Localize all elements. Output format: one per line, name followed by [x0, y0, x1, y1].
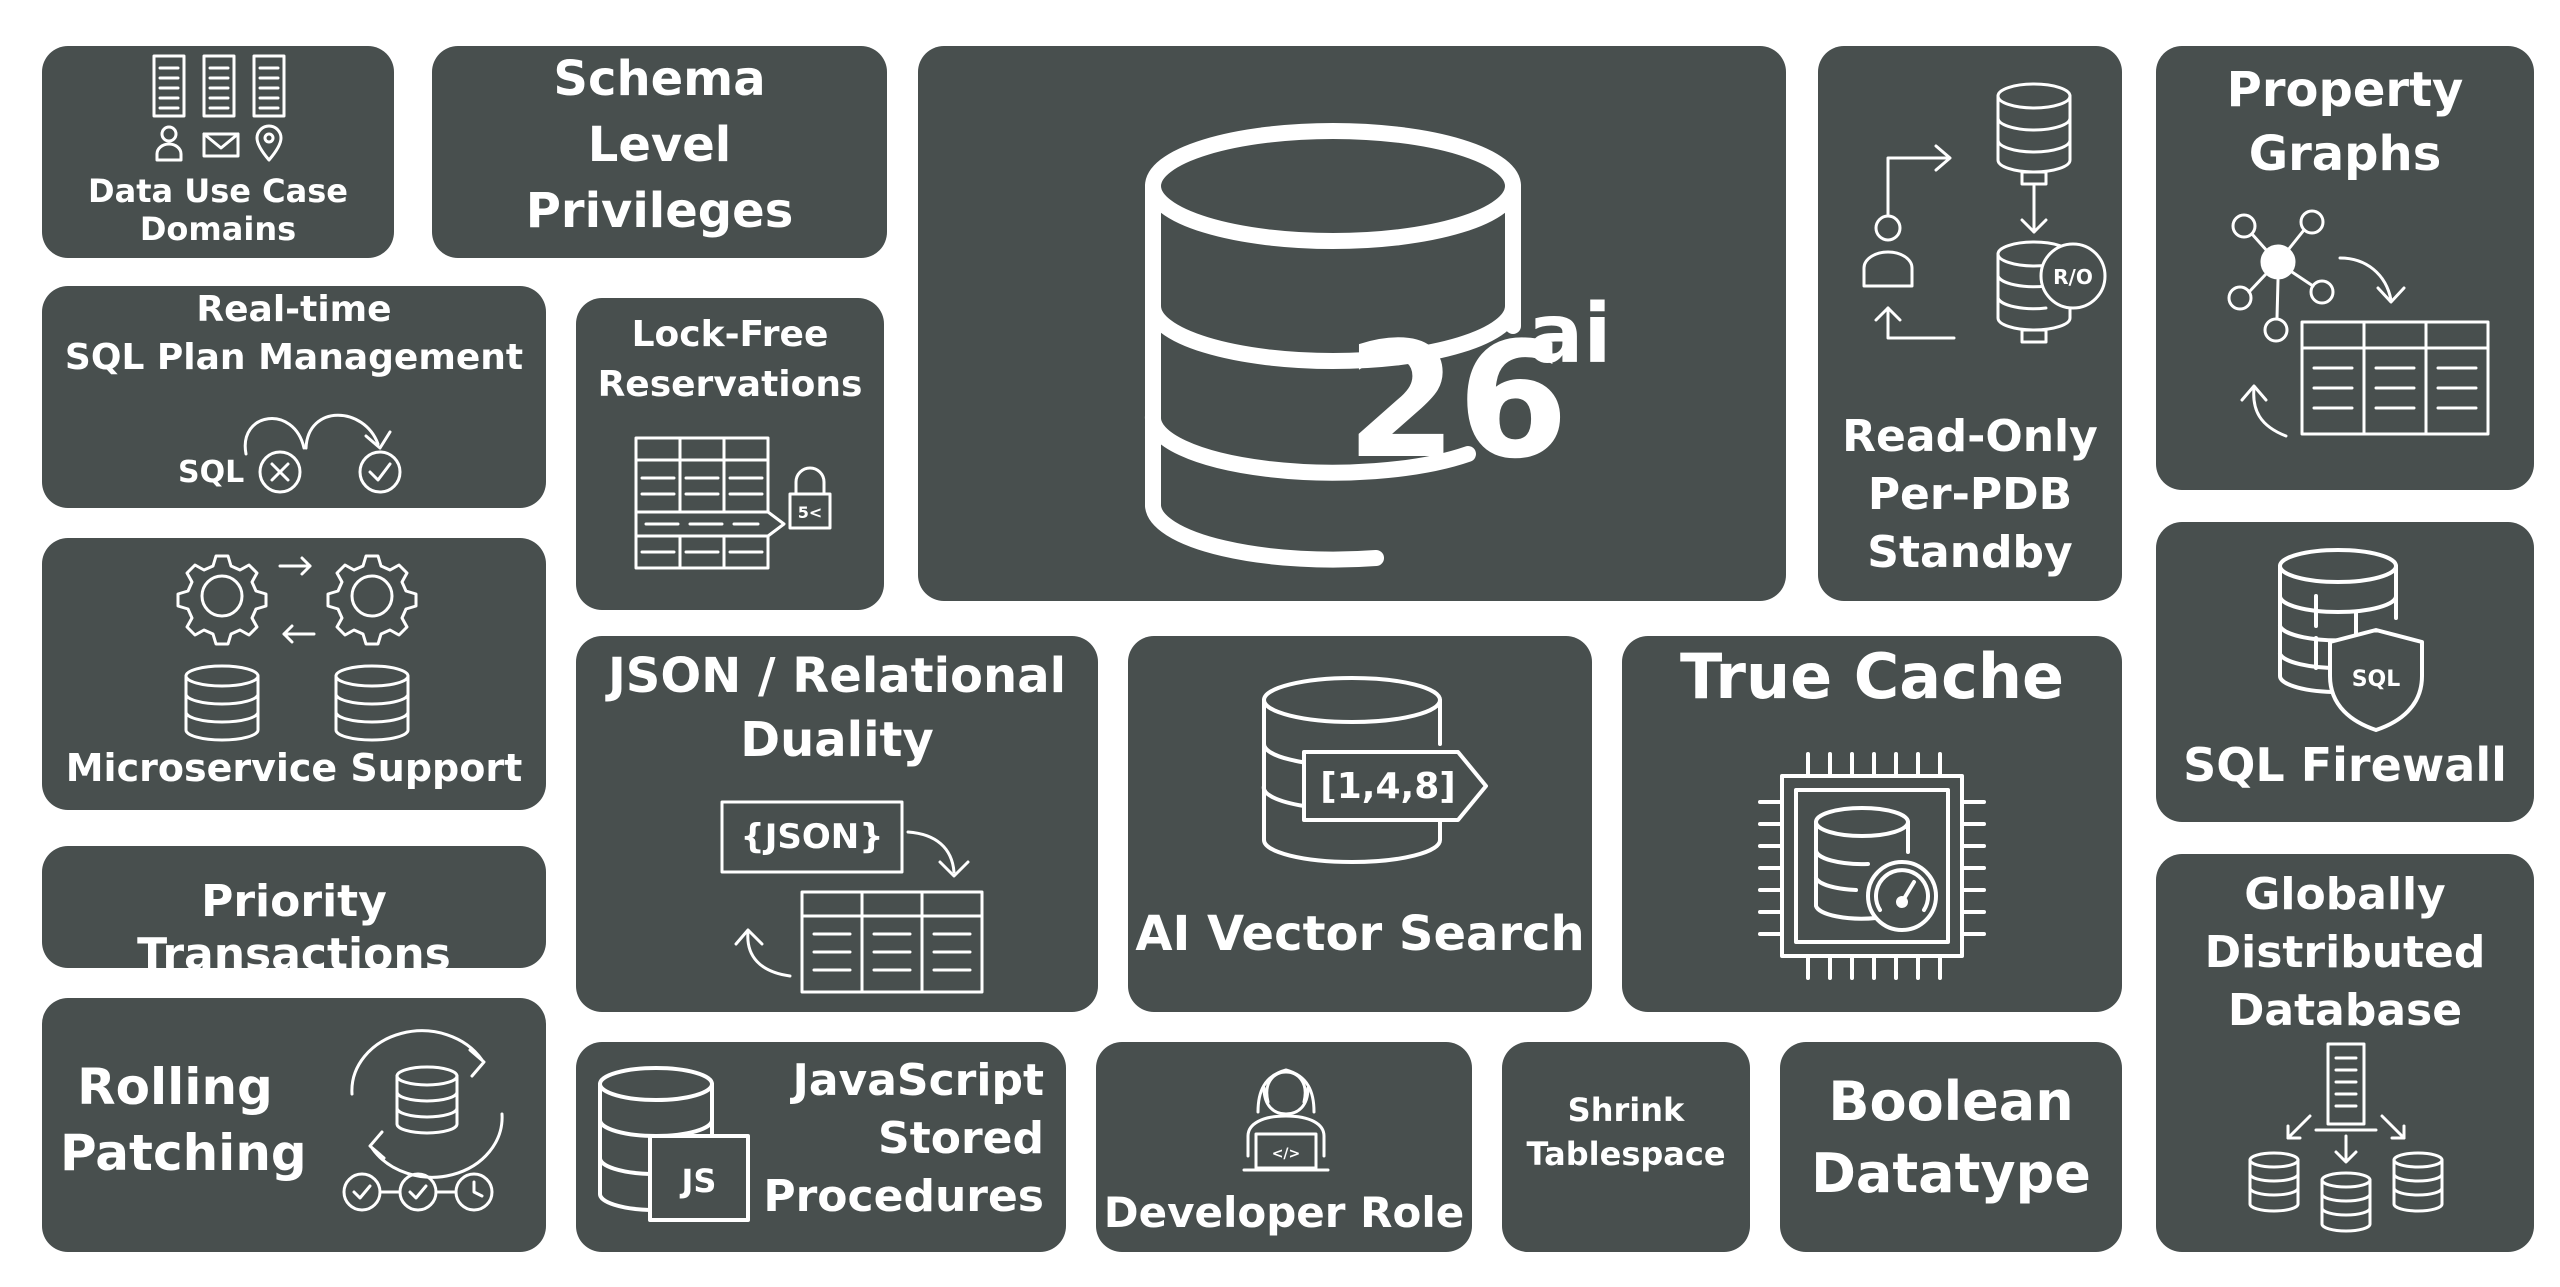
json-text: {JSON} [741, 817, 884, 857]
read-only-badge-text: R/O [2053, 265, 2093, 289]
tile-ai-vector-search: [1,4,8] AI Vector Search [1128, 636, 1592, 1012]
tile-sql-firewall: SQL SQL Firewall [2156, 522, 2534, 822]
tile-microservice-support: Microservice Support [42, 538, 546, 810]
tile-true-cache: True Cache [1622, 636, 2122, 1012]
tile-label: Priority Transactions [137, 876, 451, 968]
tile-sql-plan-management: Real-time SQL Plan Management SQL [42, 286, 546, 508]
tile-label: Rolling Patching [60, 1058, 307, 1182]
cycle-database-icon [342, 1029, 504, 1212]
tile-label: Schema Level Privileges [525, 51, 794, 239]
tile-javascript-stored-procedures: JS JavaScript Stored Procedures [576, 1042, 1066, 1252]
vector-text: [1,4,8] [1320, 766, 1455, 807]
table-lock-icon: 5< [634, 436, 832, 570]
tile-label: Real-time SQL Plan Management [64, 289, 524, 378]
version-number: 26 [1346, 307, 1569, 494]
tile-label: AI Vector Search [1135, 906, 1585, 962]
server-databases-icon [2248, 1042, 2444, 1233]
database-replication-icon: R/O [1862, 82, 2107, 344]
tile-shrink-tablespace: Shrink Tablespace [1502, 1042, 1750, 1252]
tile-boolean-datatype: Boolean Datatype [1780, 1042, 2122, 1252]
tile-data-use-case-domains: Data Use Case Domains [42, 46, 394, 258]
svg-text:</>: </> [1272, 1146, 1301, 1162]
tile-schema-level-privileges: Schema Level Privileges [432, 46, 887, 258]
tile-property-graphs: Property Graphs [2156, 46, 2534, 490]
documents-icon [152, 54, 286, 118]
tile-label: Data Use Case Domains [88, 172, 348, 249]
tile-developer-role: </> Developer Role [1096, 1042, 1472, 1252]
database-icon [1144, 123, 1521, 568]
plan-correction-icon: SQL [178, 413, 402, 494]
chip-database-gauge-icon [1758, 752, 1986, 980]
database-shield-icon: SQL [2278, 548, 2424, 732]
js-text: JS [680, 1162, 717, 1200]
version-ai-superscript: ai [1528, 287, 1612, 382]
tile-label: Lock-Free Reservations [597, 314, 863, 405]
tile-label: Boolean Datatype [1811, 1070, 2091, 1205]
tile-label: JSON / Relational Duality [607, 648, 1067, 768]
tile-label: Read-Only Per-PDB Standby [1842, 411, 2098, 578]
tile-label: Microservice Support [65, 746, 523, 790]
tile-26ai-database: 26 ai [918, 46, 1786, 601]
tile-label: Shrink Tablespace [1526, 1091, 1726, 1173]
tile-label: SQL Firewall [2183, 738, 2507, 792]
tile-lock-free-reservations: Lock-Free Reservations 5< [576, 298, 884, 610]
graph-table-icon [2227, 209, 2490, 438]
tile-json-relational-duality: JSON / Relational Duality {JSON} [576, 636, 1098, 1012]
lock-text: 5< [798, 503, 823, 522]
database-js-icon: JS [597, 1066, 750, 1222]
tile-label: JavaScript Stored Procedures [763, 1055, 1044, 1222]
tile-label: Property Graphs [2226, 62, 2464, 182]
shield-sql-text: SQL [2352, 667, 2401, 692]
gears-databases-icon [176, 554, 418, 742]
tile-label: True Cache [1679, 640, 2065, 713]
sql-text: SQL [178, 455, 244, 490]
tile-label: Developer Role [1103, 1188, 1465, 1237]
tile-priority-transactions: Priority Transactions [42, 846, 546, 968]
developer-laptop-icon: </> [1242, 1068, 1330, 1172]
tile-label: Globally Distributed Database [2204, 869, 2486, 1036]
json-table-icon: {JSON} [720, 800, 984, 994]
user-mail-location-icon [155, 124, 283, 162]
vector-database-icon: [1,4,8] [1261, 676, 1488, 864]
tile-rolling-patching: Rolling Patching [42, 998, 546, 1252]
tile-read-only-standby: R/O Read-Only Per-PDB Standby [1818, 46, 2122, 601]
tile-globally-distributed-database: Globally Distributed Database [2156, 854, 2534, 1252]
